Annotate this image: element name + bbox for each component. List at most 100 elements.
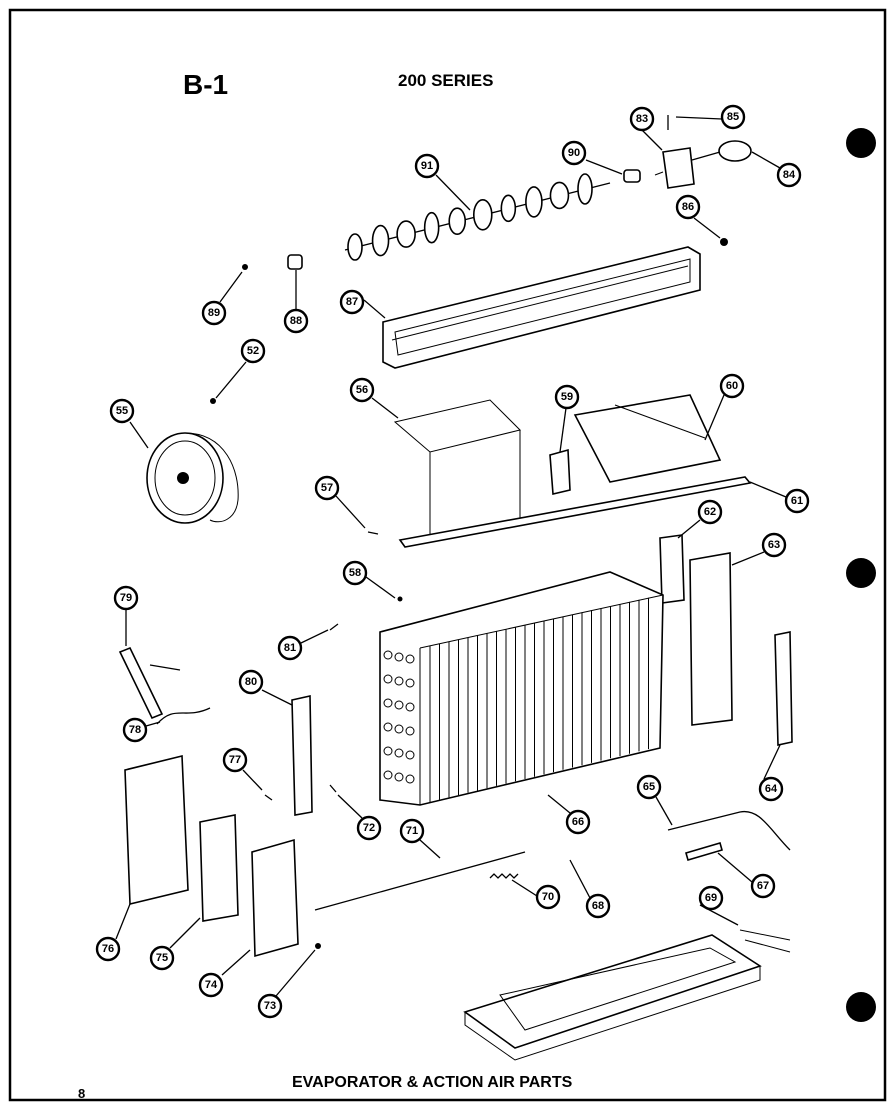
part-90-coupling — [623, 169, 641, 183]
svg-text:56: 56 — [356, 384, 368, 396]
callout-87: 87 — [339, 289, 365, 315]
leader-line — [300, 629, 329, 644]
leader-line — [717, 852, 753, 883]
callout-67: 67 — [750, 873, 776, 899]
leader-line — [365, 576, 396, 599]
leader-line — [219, 271, 243, 303]
callout-68: 68 — [585, 893, 611, 919]
callout-55: 55 — [109, 398, 135, 424]
part-65-heater-assembly — [667, 810, 791, 851]
callout-85: 85 — [720, 104, 746, 130]
svg-text:67: 67 — [757, 880, 769, 892]
part-73-screw — [315, 943, 321, 949]
callout-61: 61 — [784, 488, 810, 514]
leader-line — [371, 397, 399, 419]
blower-wheel-disc — [525, 186, 543, 218]
part-59-bracket — [549, 448, 571, 495]
part-70-spring — [489, 873, 519, 879]
part-84-motor-mount — [691, 140, 752, 162]
blower-wheel-disc — [500, 194, 517, 223]
part-78-hose — [156, 707, 211, 725]
part-87-discharge-grille-frame — [382, 246, 701, 369]
svg-text:76: 76 — [102, 943, 114, 955]
svg-text:52: 52 — [247, 345, 259, 357]
callout-71: 71 — [399, 818, 425, 844]
section-title: B-1 — [183, 69, 228, 100]
blower-wheel-disc — [371, 224, 390, 257]
coil-return-bend — [405, 654, 415, 664]
binder-hole-top — [846, 128, 876, 158]
page-border — [8, 8, 887, 1102]
part-55-blower-wheel — [146, 432, 239, 524]
leader-line — [731, 551, 765, 566]
part-91-blower-wheel-shaft — [344, 173, 611, 261]
svg-text:62: 62 — [704, 506, 716, 518]
callout-65: 65 — [636, 774, 662, 800]
part-75-filter-door — [199, 814, 239, 922]
coil-return-bend — [383, 722, 393, 732]
leader-line — [704, 394, 725, 441]
binder-hole-bottom — [846, 992, 876, 1022]
blower-wheel-disc — [396, 220, 416, 248]
svg-text:68: 68 — [592, 900, 604, 912]
svg-text:90: 90 — [568, 147, 580, 159]
leader-line — [335, 495, 366, 529]
coil-return-bend — [383, 674, 393, 684]
leader-line — [749, 481, 787, 498]
coil-return-bend — [405, 726, 415, 736]
callout-58: 58 — [342, 560, 368, 586]
part-64-end-bracket — [774, 631, 793, 746]
callout-90: 90 — [561, 140, 587, 166]
blower-wheel-disc — [423, 211, 440, 244]
svg-text:65: 65 — [643, 781, 655, 793]
part-77-clip — [264, 794, 273, 801]
callout-91: 91 — [414, 153, 440, 179]
callout-52: 52 — [240, 338, 266, 364]
binder-hole-middle — [846, 558, 876, 588]
callout-88: 88 — [283, 308, 309, 334]
svg-text:57: 57 — [321, 482, 333, 494]
part-81-screw — [329, 623, 339, 631]
svg-text:88: 88 — [290, 315, 302, 327]
coil-return-bend — [383, 746, 393, 756]
leader-line — [129, 421, 149, 449]
coil-return-bend — [405, 678, 415, 688]
page-number: 8 — [78, 1086, 85, 1101]
part-69-pan-insert — [739, 929, 791, 953]
svg-text:66: 66 — [572, 816, 584, 828]
page-caption: EVAPORATOR & ACTION AIR PARTS — [292, 1074, 573, 1091]
callout-66: 66 — [565, 809, 591, 835]
callout-86: 86 — [675, 194, 701, 220]
svg-text:78: 78 — [129, 724, 141, 736]
svg-text:70: 70 — [542, 891, 554, 903]
svg-text:63: 63 — [768, 539, 780, 551]
callout-56: 56 — [349, 377, 375, 403]
part-60-mounting-plate — [573, 394, 722, 483]
callout-69: 69 — [698, 885, 724, 911]
svg-text:77: 77 — [229, 754, 241, 766]
svg-text:86: 86 — [682, 201, 694, 213]
callout-75: 75 — [149, 945, 175, 971]
svg-text:89: 89 — [208, 307, 220, 319]
blower-wheel-disc — [448, 207, 467, 236]
leader-line — [169, 917, 201, 949]
svg-text:71: 71 — [406, 825, 418, 837]
callout-81: 81 — [277, 635, 303, 661]
callout-72: 72 — [356, 815, 382, 841]
leader-line — [419, 839, 441, 859]
part-61-rail — [398, 476, 752, 548]
svg-text:58: 58 — [349, 567, 361, 579]
part-86-nut — [720, 238, 728, 246]
part-72-clip — [329, 784, 337, 793]
leader-line — [145, 721, 161, 727]
svg-text:83: 83 — [636, 113, 648, 125]
svg-text:73: 73 — [264, 1000, 276, 1012]
part-62-side-panel — [659, 534, 685, 604]
svg-text:60: 60 — [726, 380, 738, 392]
coil-return-bend — [405, 702, 415, 712]
part-67-heater-element — [685, 842, 723, 861]
svg-text:80: 80 — [245, 676, 257, 688]
leader-line — [115, 903, 131, 940]
coil-return-bend — [405, 750, 415, 760]
callout-84: 84 — [776, 162, 802, 188]
